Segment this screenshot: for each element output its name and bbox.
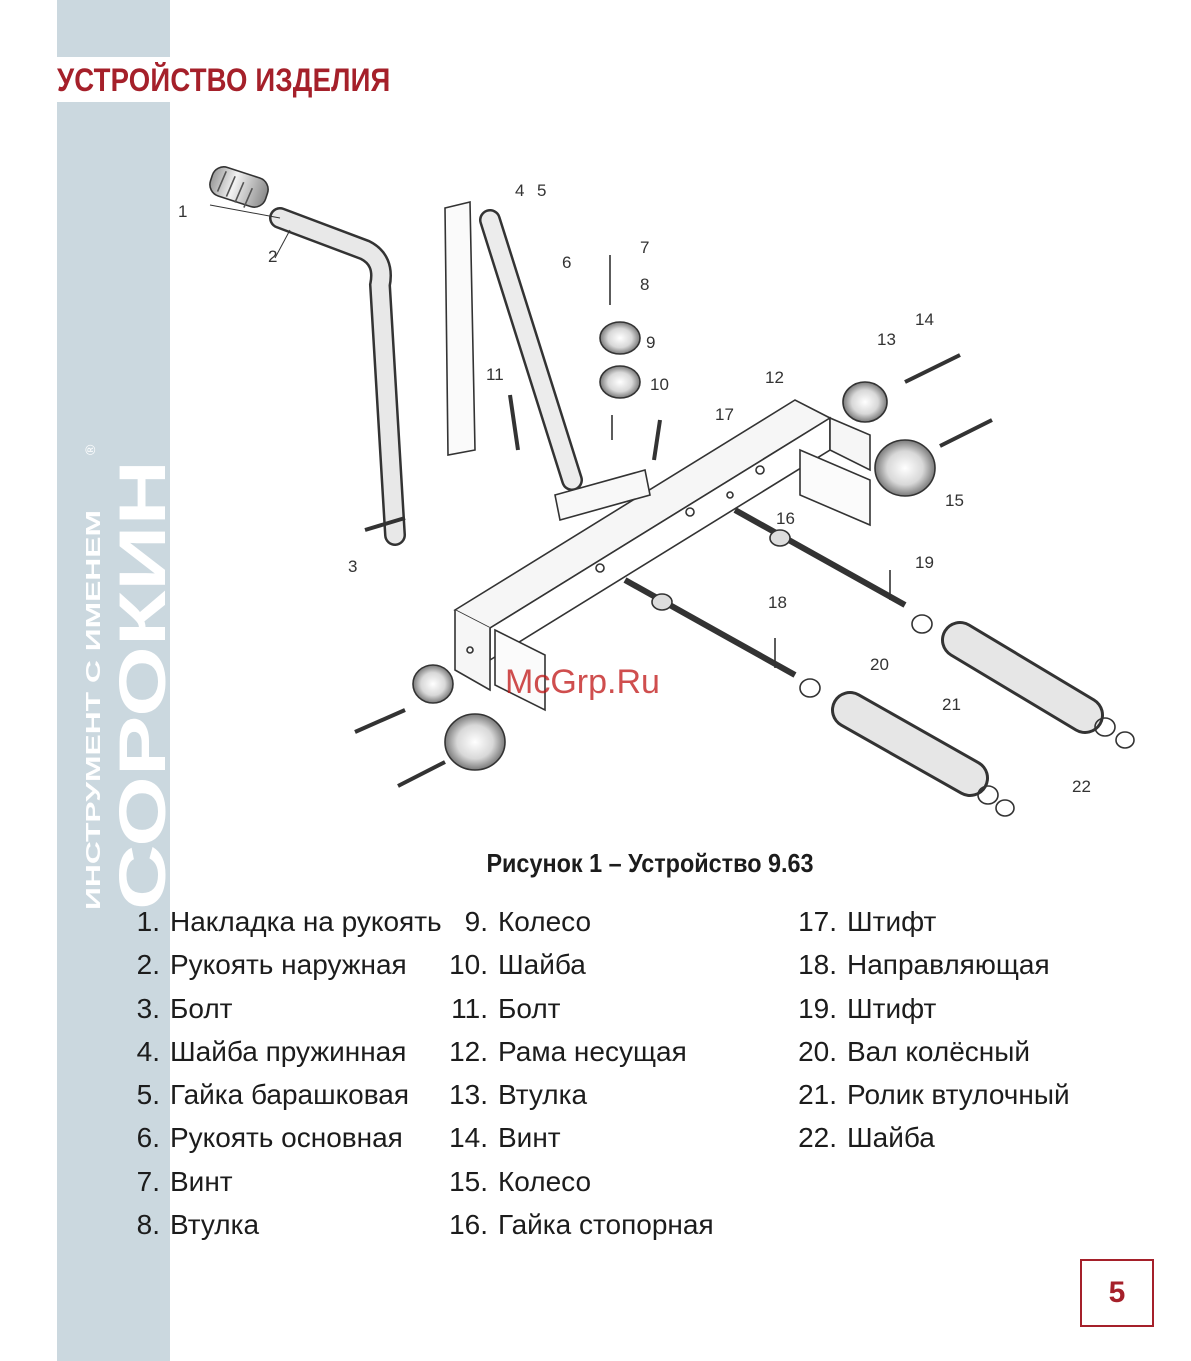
registered-mark: ® xyxy=(82,444,98,455)
brand-logo: СОРОКИН ИНСТРУМЕНТ С ИМЕНЕМ ® xyxy=(60,440,170,920)
callout-3: 3 xyxy=(348,557,357,576)
list-item: 6.Рукоять основная xyxy=(136,1122,403,1154)
assembly-diagram: 1 2 3 4 5 6 7 8 9 10 11 12 13 14 15 16 1… xyxy=(170,150,1170,830)
watermark: McGrp.Ru xyxy=(505,663,660,701)
callout-4: 4 xyxy=(515,181,524,200)
list-item: 22.Шайба xyxy=(798,1122,935,1154)
callout-10: 10 xyxy=(650,375,669,394)
list-item: 1.Накладка на рукоять xyxy=(136,906,442,937)
wheel-large xyxy=(874,439,936,497)
figure-caption: Рисунок 1 – Устройство 9.63 xyxy=(486,848,814,878)
wheel-small xyxy=(842,381,888,423)
band-gap xyxy=(57,57,170,102)
callout-9: 9 xyxy=(646,333,655,352)
top-assembly xyxy=(554,255,651,522)
brand-tagline: ИНСТРУМЕНТ С ИМЕНЕМ xyxy=(83,510,105,910)
list-item: 4.Шайба пружинная xyxy=(136,1035,407,1067)
list-item: 16.Гайка стопорная xyxy=(449,1209,714,1241)
callout-11: 11 xyxy=(486,365,504,384)
page-number: 5 xyxy=(1080,1259,1154,1327)
list-item: 9.Колесо xyxy=(464,906,592,937)
list-item: 10.Шайба xyxy=(449,949,586,981)
callout-2: 2 xyxy=(268,247,277,266)
list-item: 5.Гайка барашковая xyxy=(136,1079,410,1111)
list-item: 2.Рукоять наружная xyxy=(136,949,407,981)
list-item: 12.Рама несущая xyxy=(449,1035,687,1067)
callout-19: 19 xyxy=(915,553,934,572)
list-item: 7.Винт xyxy=(136,1165,233,1197)
callout-17: 17 xyxy=(715,405,734,424)
callout-12: 12 xyxy=(765,368,784,387)
guide-rods xyxy=(623,507,907,678)
parts-list-col-3: 17.Штифт 18.Направляющая 19.Штифт 20.Вал… xyxy=(795,900,1070,1160)
callout-18: 18 xyxy=(768,593,787,612)
list-item: 15.Колесо xyxy=(449,1165,592,1197)
list-item: 21.Ролик втулочный xyxy=(798,1079,1070,1111)
callout-14: 14 xyxy=(915,310,934,329)
list-item: 19.Штифт xyxy=(798,992,937,1024)
list-item: 14.Винт xyxy=(449,1122,561,1154)
list-item: 17.Штифт xyxy=(798,906,937,937)
section-title: УСТРОЙСТВО ИЗДЕЛИЯ xyxy=(57,62,391,98)
bushing-rollers xyxy=(799,614,1135,817)
parts-list-col-1: 1.Накладка на рукоять 2.Рукоять наружная… xyxy=(118,900,442,1246)
callout-22: 22 xyxy=(1072,777,1091,796)
callout-1: 1 xyxy=(178,202,187,221)
list-item: 18.Направляющая xyxy=(798,949,1050,981)
callout-6: 6 xyxy=(562,253,571,272)
callout-13: 13 xyxy=(877,330,896,349)
callout-8: 8 xyxy=(640,275,649,294)
list-item: 13.Втулка xyxy=(449,1079,588,1111)
parts-list-col-2: 9.Колесо 10.Шайба 11.Болт 12.Рама несуща… xyxy=(446,900,714,1246)
callout-7: 7 xyxy=(640,238,649,257)
callout-5: 5 xyxy=(537,181,546,200)
side-band xyxy=(57,0,170,1361)
list-item: 3.Болт xyxy=(136,992,233,1024)
frame-beam xyxy=(453,399,871,692)
callout-21: 21 xyxy=(942,695,961,714)
list-item: 8.Втулка xyxy=(136,1209,260,1241)
list-item: 11.Болт xyxy=(451,992,561,1024)
callout-20: 20 xyxy=(870,655,889,674)
callout-15: 15 xyxy=(945,491,964,510)
brand-logo-text: СОРОКИН xyxy=(105,460,170,910)
callout-16: 16 xyxy=(776,509,795,528)
handle-grip xyxy=(209,166,269,208)
list-item: 20.Вал колёсный xyxy=(798,1035,1031,1067)
